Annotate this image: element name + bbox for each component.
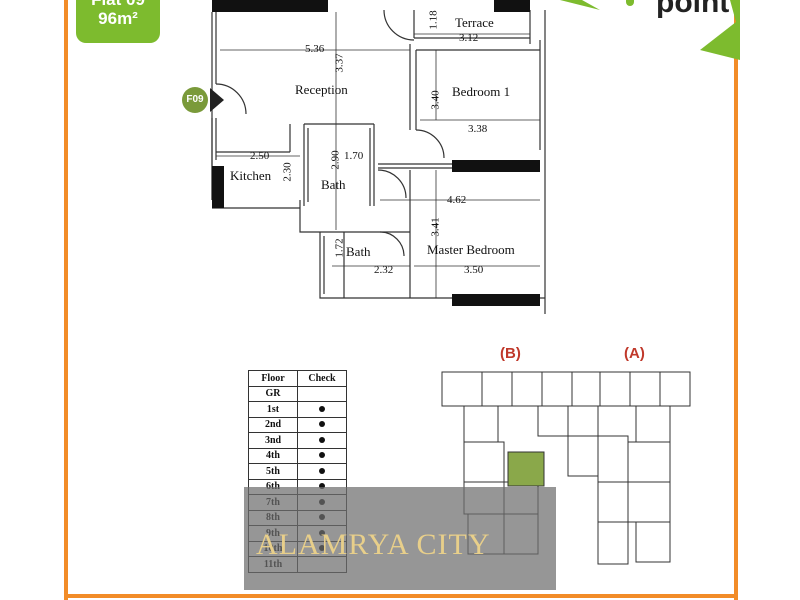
floor-plan-drawing <box>211 0 546 314</box>
dim-bedroom1-width: 3.38 <box>468 123 488 135</box>
dim-terrace-vertical: 1.18 <box>427 10 440 30</box>
frame-bottom-border <box>64 594 738 598</box>
dim-kitchen-width: 2.50 <box>250 150 270 162</box>
entrance-arrow-icon <box>210 88 224 112</box>
floor-cell: 5th <box>248 463 298 480</box>
watermark-overlay <box>244 487 556 590</box>
wing-a-label: (A) <box>624 345 645 362</box>
table-row: 1st <box>248 401 347 418</box>
room-label-kitchen: Kitchen <box>230 168 272 183</box>
check-cell <box>297 401 347 418</box>
check-dot-icon <box>319 405 325 412</box>
frame-right-border <box>734 0 738 600</box>
room-label-master-bedroom: Master Bedroom <box>427 242 515 257</box>
check-dot-icon <box>319 421 325 428</box>
check-cell <box>297 447 347 464</box>
dim-bath1-width: 1.70 <box>344 150 364 162</box>
flat-label: Flat 09 <box>76 0 160 9</box>
dim-bath2-vertical: 1.72 <box>333 238 346 258</box>
table-row: GR <box>248 385 347 402</box>
dim-reception-width: 5.36 <box>305 43 325 55</box>
table-row: 3nd <box>248 432 347 449</box>
brand-logo: point <box>656 0 730 19</box>
dim-kitchen-vertical: 2.30 <box>281 162 294 182</box>
check-cell <box>297 385 347 402</box>
room-label-bath: Bath <box>321 177 346 192</box>
check-cell <box>297 463 347 480</box>
floor-cell: 1st <box>248 401 298 418</box>
floor-cell: 4th <box>248 447 298 464</box>
building-key-plan <box>441 371 691 565</box>
floor-cell: 2nd <box>248 416 298 433</box>
dim-bedroom1-vertical: 3.40 <box>429 90 442 110</box>
flat-area: 96m² <box>98 9 138 28</box>
watermark-text: ALAMRYA CITY <box>256 528 491 561</box>
check-dot-icon <box>319 467 325 474</box>
dim-reception-vertical: 3.37 <box>333 53 346 73</box>
floor-cell: GR <box>248 385 298 402</box>
table-row: 4th <box>248 447 347 464</box>
floor-column-header: Floor <box>248 370 298 387</box>
check-dot-icon <box>319 436 325 443</box>
unit-tag-badge: F09 <box>182 87 208 113</box>
check-cell <box>297 432 347 449</box>
dim-master-vertical: 3.41 <box>429 217 442 237</box>
table-row: 2nd <box>248 416 347 433</box>
dim-bath2-width: 2.32 <box>374 264 394 276</box>
frame-left-border <box>64 0 68 600</box>
room-label-terrace: Terrace <box>455 15 494 30</box>
decor-green-stripes <box>560 0 740 60</box>
check-dot-icon <box>319 452 325 459</box>
highlighted-unit <box>507 451 545 487</box>
dim-bath1-vertical: 2.90 <box>329 150 342 170</box>
room-label-reception: Reception <box>295 82 348 97</box>
dim-master-width: 3.50 <box>464 264 484 276</box>
flat-badge: Flat 09 96m² <box>76 0 160 43</box>
room-label-bedroom1: Bedroom 1 <box>452 84 511 99</box>
table-header-row: Floor Check <box>248 370 347 387</box>
floor-cell: 3nd <box>248 432 298 449</box>
dim-terrace-width: 3.12 <box>459 32 479 44</box>
room-label-bath-2: Bath <box>346 244 371 259</box>
dim-hall-width: 4.62 <box>447 194 467 206</box>
check-dot-icon <box>319 483 325 490</box>
table-row: 5th <box>248 463 347 480</box>
wing-b-label: (B) <box>500 345 521 362</box>
logo-pin-icon <box>626 0 634 6</box>
check-cell <box>297 416 347 433</box>
check-column-header: Check <box>297 370 347 387</box>
